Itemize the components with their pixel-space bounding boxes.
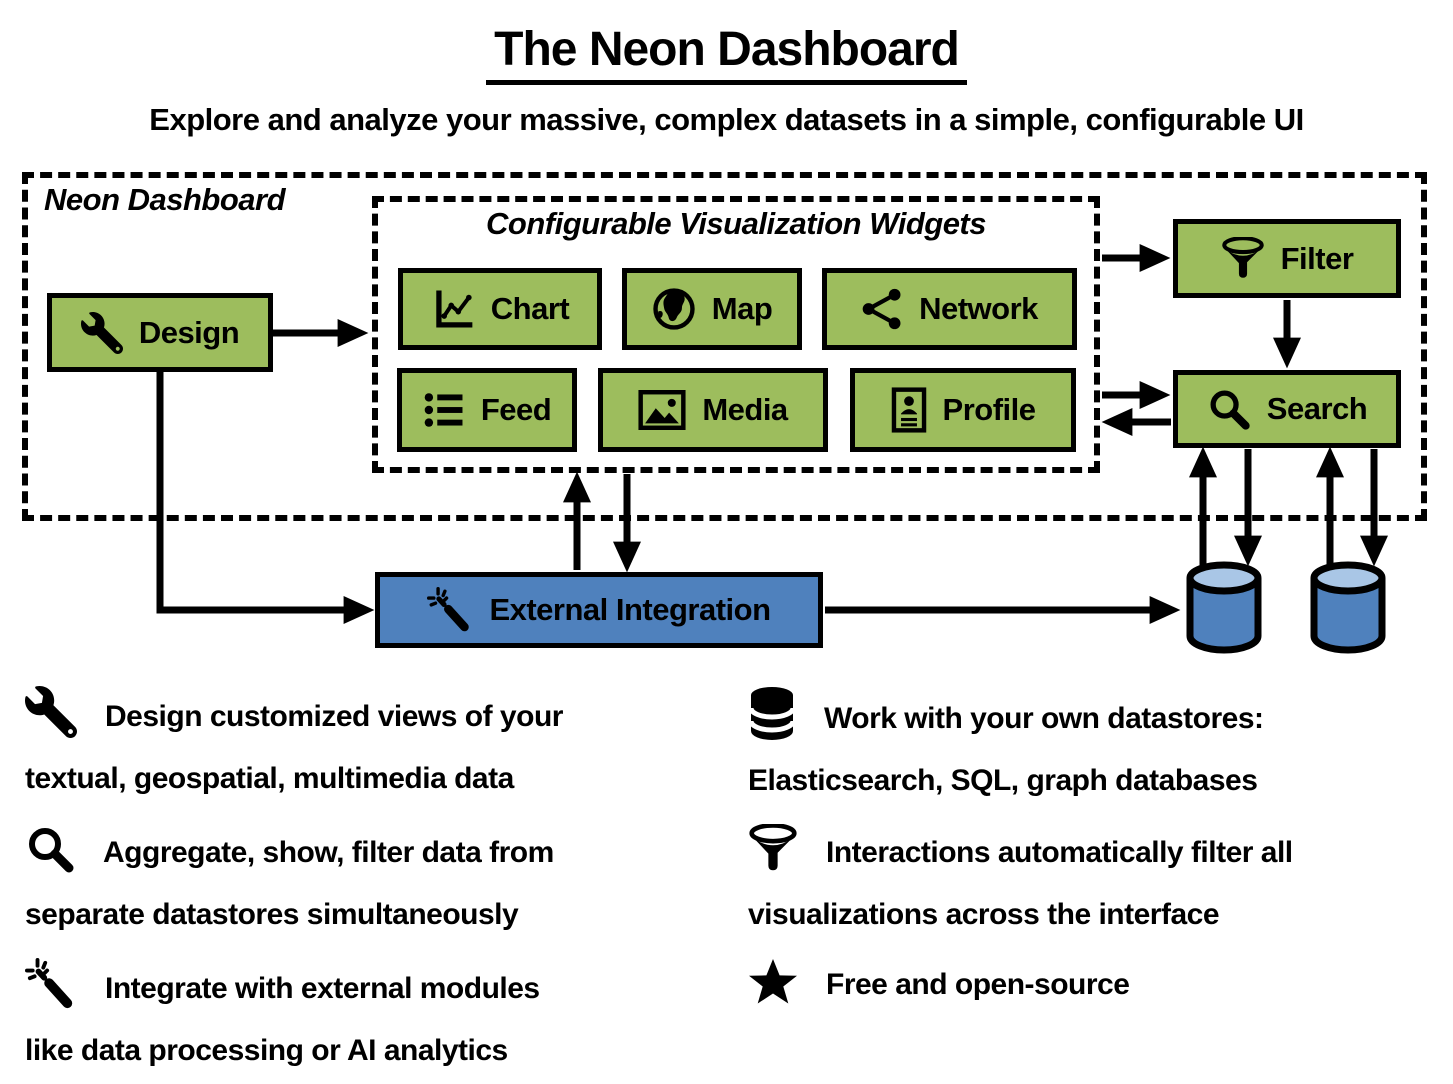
wrench-icon	[25, 686, 78, 754]
design-label: Design	[138, 314, 240, 350]
legend-text: textual, geospatial, multimedia data	[25, 762, 514, 795]
magic-wand-icon	[427, 587, 473, 633]
neon-dashboard-label: Neon Dashboard	[44, 182, 286, 217]
legend-text: Elasticsearch, SQL, graph databases	[748, 764, 1258, 797]
legend-text: Work with your own datastores:	[824, 702, 1264, 735]
legend-text: Aggregate, show, filter data from	[103, 836, 554, 869]
globe-icon	[652, 287, 696, 331]
line-chart-icon	[431, 287, 475, 331]
network-label: Network	[919, 291, 1038, 326]
chart-label: Chart	[490, 291, 570, 326]
database-icon	[748, 686, 796, 756]
star-icon	[748, 958, 798, 1022]
database-cylinder-icon	[1310, 561, 1386, 654]
filter-node: Filter	[1173, 219, 1401, 298]
legend-item-filtering: Interactions automatically filter all vis…	[748, 823, 1448, 940]
list-icon	[423, 389, 465, 431]
profile-label: Profile	[942, 392, 1036, 427]
legend-text: Design customized views of your	[105, 700, 563, 733]
chart-widget-node: Chart	[398, 268, 602, 350]
magic-wand-icon	[25, 958, 77, 1026]
search-node: Search	[1173, 370, 1401, 448]
external-integration-node: External Integration	[375, 572, 823, 648]
media-label: Media	[702, 392, 788, 427]
neon-dashboard-boundary	[22, 172, 1427, 521]
network-widget-node: Network	[822, 268, 1077, 350]
datastore-cylinder-2	[1306, 561, 1390, 662]
funnel-icon	[748, 823, 798, 890]
widgets-title: Configurable Visualization Widgets	[486, 206, 987, 241]
legend-text: Free and open-source	[826, 968, 1130, 1001]
database-cylinder-icon	[1186, 561, 1262, 654]
legend-item-integrate: Integrate with external modules like data…	[25, 958, 715, 1076]
id-card-icon	[891, 387, 927, 433]
wrench-icon	[80, 311, 123, 354]
media-widget-node: Media	[598, 368, 828, 452]
architecture-diagram: Neon Dashboard Configurable Visualizatio…	[0, 160, 1453, 672]
page-title: The Neon Dashboard	[486, 22, 967, 85]
datastore-cylinder-1	[1182, 561, 1266, 662]
search-label: Search	[1266, 391, 1368, 426]
magnifier-icon	[25, 824, 75, 890]
image-icon	[638, 389, 686, 431]
widgets-boundary	[372, 196, 1100, 473]
feed-label: Feed	[480, 392, 552, 427]
external-integration-label: External Integration	[489, 592, 771, 627]
legend-text: visualizations across the interface	[748, 898, 1220, 931]
legend-text: Interactions automatically filter all	[826, 836, 1293, 869]
legend-item-aggregate: Aggregate, show, filter data from separat…	[25, 824, 715, 940]
legend-text: like data processing or AI analytics	[25, 1034, 508, 1067]
funnel-icon	[1221, 236, 1265, 281]
page-subtitle: Explore and analyze your massive, comple…	[149, 102, 1304, 137]
profile-widget-node: Profile	[850, 368, 1076, 452]
legend-item-datastores: Work with your own datastores: Elasticsea…	[748, 686, 1448, 806]
map-label: Map	[711, 291, 773, 326]
map-widget-node: Map	[622, 268, 802, 350]
filter-label: Filter	[1280, 240, 1354, 276]
legend-item-open-source: Free and open-source	[748, 958, 1448, 1022]
share-icon	[861, 288, 903, 330]
legend-item-design: Design customized views of your textual, …	[25, 686, 715, 804]
magnifier-icon	[1207, 387, 1251, 431]
feed-widget-node: Feed	[397, 368, 577, 452]
legend-text: Integrate with external modules	[105, 972, 540, 1005]
legend-text: separate datastores simultaneously	[25, 898, 519, 931]
design-node: Design	[47, 293, 273, 372]
